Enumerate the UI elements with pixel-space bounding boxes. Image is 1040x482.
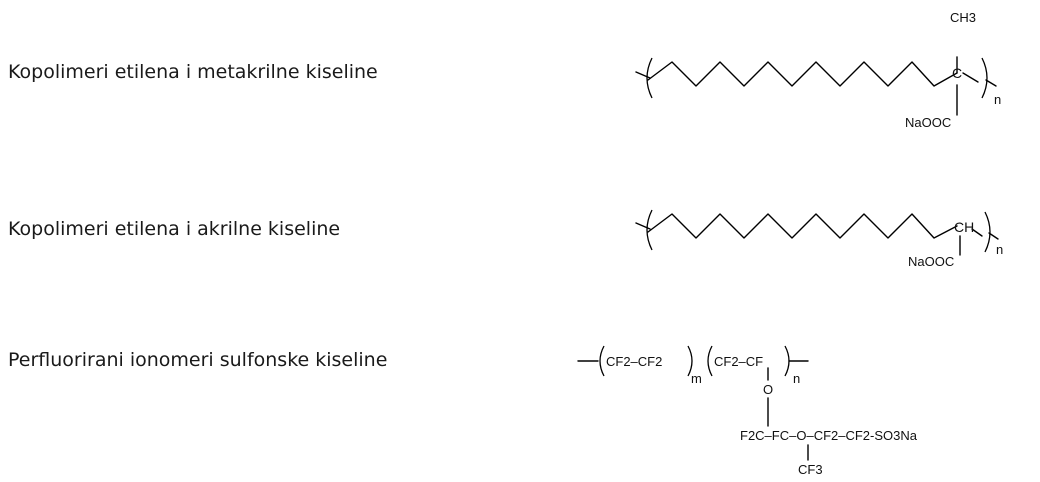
- bracket-left-3b: [707, 345, 713, 377]
- repeat-n-1: n: [994, 92, 1001, 107]
- naooc-group-2: NaOOC: [908, 254, 954, 269]
- bracket-right: [981, 57, 988, 99]
- bond-to-bracket-2: [971, 228, 983, 237]
- zigzag-chain: [647, 61, 958, 87]
- repeat-m: m: [691, 371, 702, 386]
- oxygen-link: O: [763, 382, 773, 397]
- unit2-cf2-cf: CF2–CF: [714, 354, 763, 369]
- ch-carbon: CH: [954, 219, 974, 235]
- bracket-left-2: [646, 209, 653, 251]
- chain-end-right-2: [988, 232, 999, 240]
- bond-to-bracket: [962, 72, 979, 83]
- repeat-n-2: n: [996, 242, 1003, 257]
- zigzag-chain-2: [647, 213, 958, 239]
- chain-end-right: [985, 79, 997, 87]
- structure-perfluorinated: CF2–CF2 m CF2–CF n O F2C–FC–O–CF2–CF2-SO…: [577, 345, 918, 477]
- cf3-branch: CF3: [798, 462, 823, 477]
- structure-acrylic: CH NaOOC n: [635, 209, 1003, 269]
- bracket-right-3a: [687, 345, 693, 377]
- naooc-group-1: NaOOC: [905, 115, 951, 130]
- structure-methacrylic: CH3 C NaOOC n: [635, 10, 1001, 130]
- unit1-cf2-cf2: CF2–CF2: [606, 354, 662, 369]
- row3-label: Perfluorirani ionomeri sulfonske kiselin…: [8, 349, 388, 371]
- bracket-left: [646, 57, 653, 99]
- quaternary-carbon: C: [952, 65, 962, 81]
- bracket-left-3a: [599, 345, 605, 377]
- side-chain: F2C–FC–O–CF2–CF2-SO3Na: [740, 428, 918, 443]
- row1-label: Kopolimeri etilena i metakrilne kiseline: [8, 61, 378, 83]
- bracket-right-2: [984, 211, 991, 253]
- row2-label: Kopolimeri etilena i akrilne kiseline: [8, 218, 341, 240]
- ch3-group: CH3: [950, 10, 976, 25]
- repeat-n-3: n: [793, 371, 800, 386]
